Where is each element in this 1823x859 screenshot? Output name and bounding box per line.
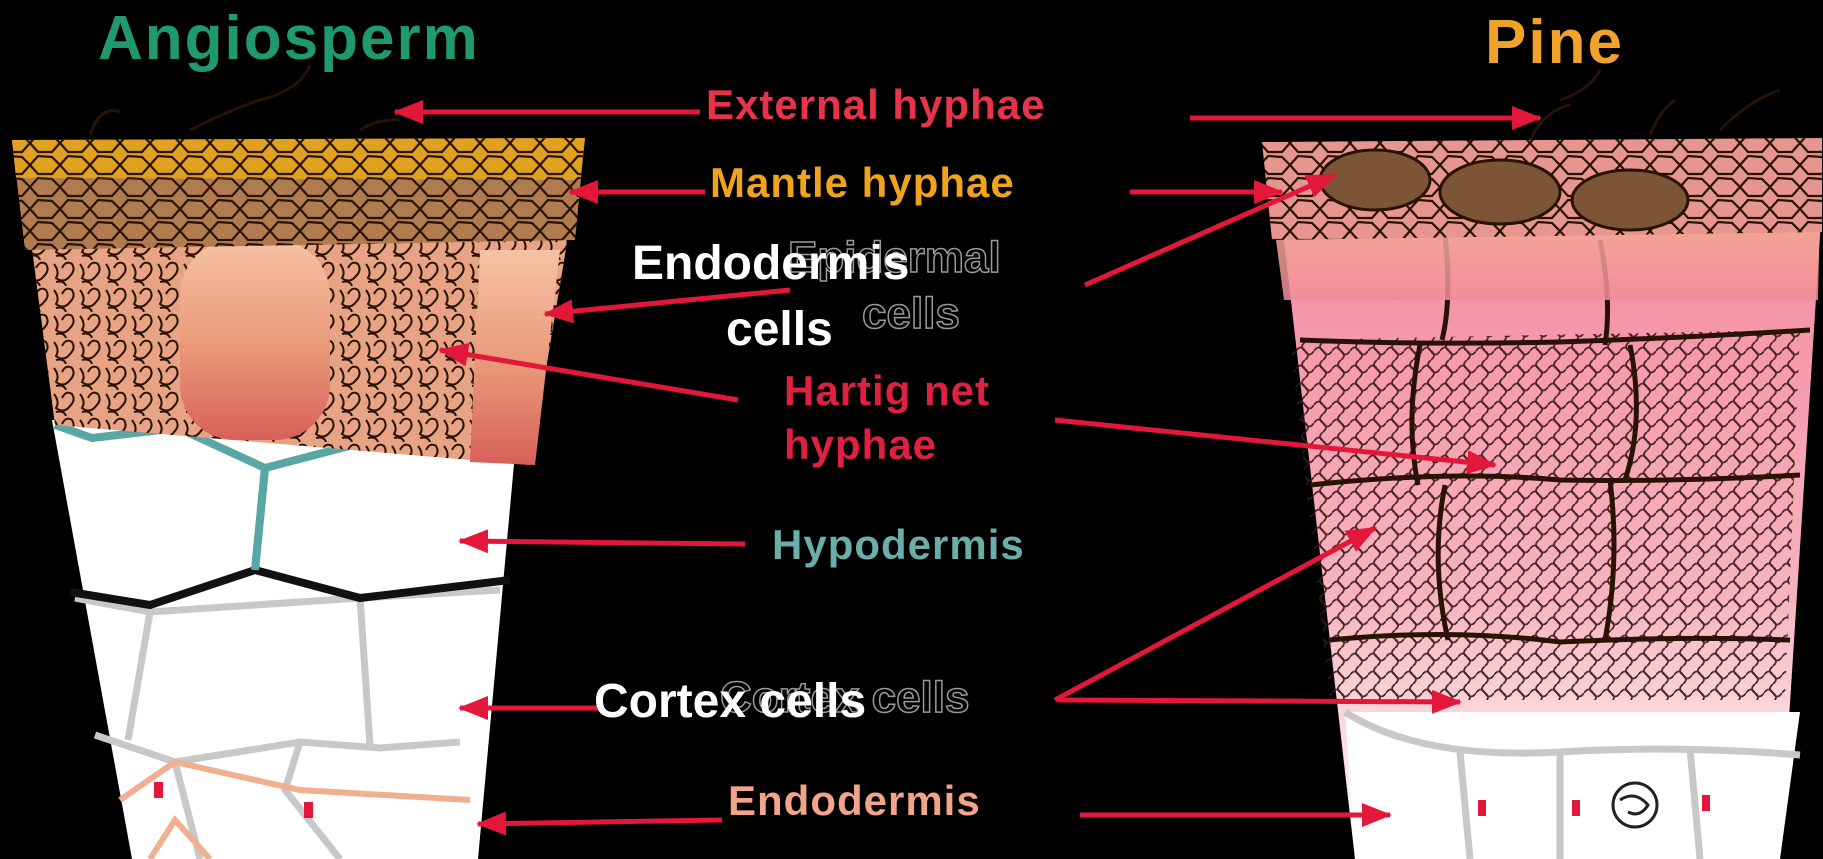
angiosperm-title: Angiosperm bbox=[98, 8, 480, 70]
endodermis-cells-overlay-label: Endodermis bbox=[632, 240, 909, 288]
epidermal-cells-label-obscured-line2: cells bbox=[862, 292, 960, 336]
arrow-endodermis-left bbox=[478, 820, 722, 824]
angiosperm-root-section bbox=[12, 65, 585, 859]
pine-root-section bbox=[1262, 70, 1822, 859]
pine-external-hyphae bbox=[1530, 70, 1780, 140]
cortex-cells-overlay-label: Cortex cells bbox=[594, 678, 866, 726]
external-hyphae-label: External hyphae bbox=[706, 84, 1045, 126]
endodermis-cells-overlay-label-line2: cells bbox=[726, 306, 833, 354]
arrow-hypodermis-left bbox=[460, 541, 745, 544]
mantle-hyphae-label: Mantle hyphae bbox=[710, 162, 1015, 204]
angiosperm-external-hyphae bbox=[90, 65, 400, 135]
endodermis-label: Endodermis bbox=[728, 780, 981, 822]
hartig-net-label-line2: hyphae bbox=[784, 424, 937, 466]
pine-title: Pine bbox=[1485, 12, 1624, 74]
pine-endodermis bbox=[1345, 712, 1800, 859]
angiosperm-epidermal-cell bbox=[180, 240, 330, 440]
hypodermis-label: Hypodermis bbox=[772, 524, 1025, 566]
hartig-net-label: Hartig net bbox=[784, 370, 990, 412]
arrow-cortex-right bbox=[1058, 700, 1460, 702]
